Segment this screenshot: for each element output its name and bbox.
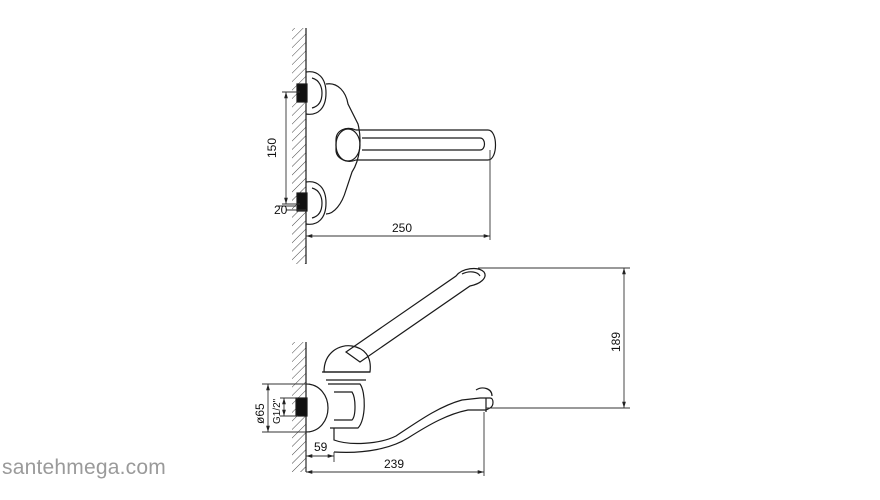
mixer-body-side [328,383,365,429]
lever-side [344,267,486,363]
watermark-text: santehmega.com [2,456,166,479]
dim-label-59: 59 [314,440,328,454]
dim-label-150: 150 [265,138,279,158]
side-eccentric [295,397,308,417]
dim-label-20: 20 [274,203,288,217]
side-flange [305,383,329,433]
lower-eccentric [296,192,308,212]
top-view [292,28,497,264]
spout-side [333,397,494,453]
side-view [292,267,494,472]
upper-eccentric [296,83,308,103]
side-dimensions [262,267,630,476]
wall-hatch-top [292,28,306,264]
top-dimensions [276,91,491,240]
dim-label-189: 189 [609,332,623,352]
dim-label-d65: ø65 [253,403,267,424]
dim-label-250: 250 [392,221,412,235]
dim-label-239: 239 [384,457,404,471]
dim-label-g12: G1/2" [272,398,283,424]
cartridge-cap [323,345,371,373]
upper-flange [305,71,327,115]
lower-flange [305,181,327,225]
mixer-body-top [325,83,361,215]
